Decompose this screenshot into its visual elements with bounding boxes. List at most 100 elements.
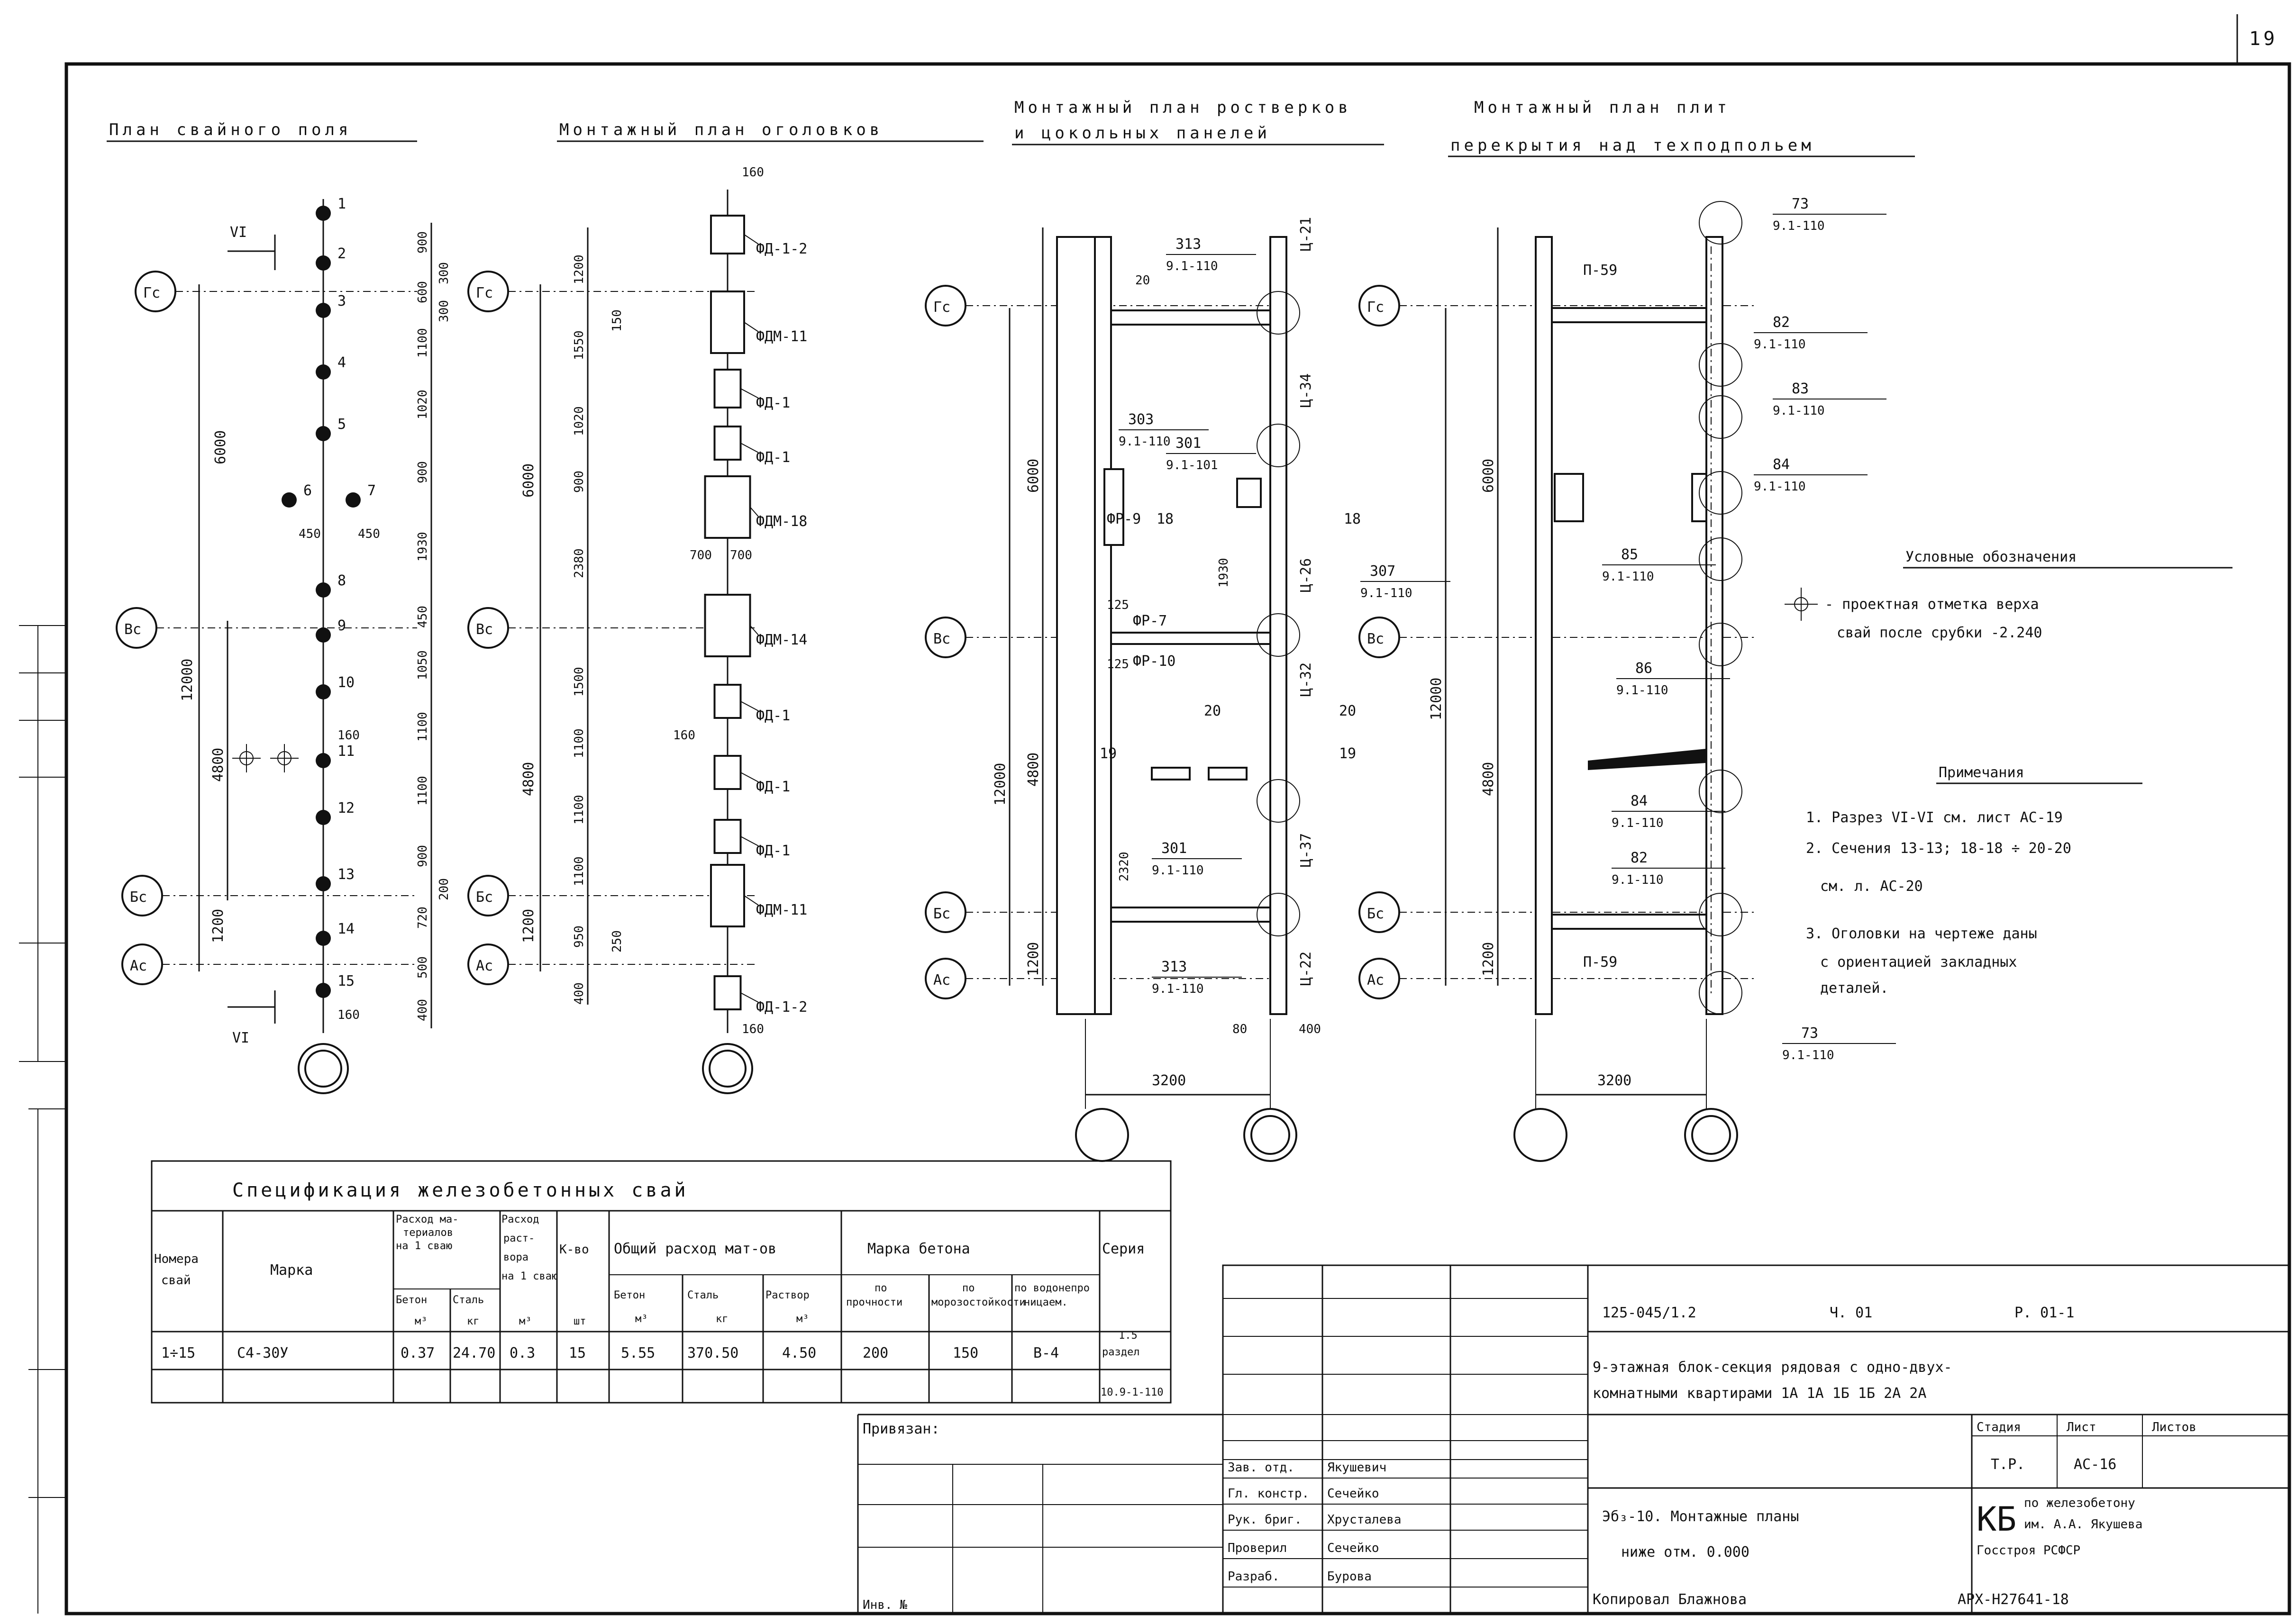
pile-number: 5 [337,416,346,433]
svg-text:свай после срубки -2.240: свай после срубки -2.240 [1837,625,2042,641]
svg-text:125: 125 [1107,598,1129,612]
stamp-name: Бурова [1327,1570,1372,1584]
svg-text:3200: 3200 [1152,1072,1186,1089]
svg-text:3200: 3200 [1597,1072,1631,1089]
head-label: ФДМ-11 [756,902,807,918]
svg-text:ФР-9: ФР-9 [1107,511,1141,527]
svg-text:Госстроя РСФСР: Госстроя РСФСР [1977,1543,2080,1558]
title-grillage-line2: и цокольных панелей [1014,124,1271,143]
slab-mark-number: 84 [1631,793,1648,809]
pile-number: 8 [337,572,346,589]
mark-series: 9.1-110 [1166,259,1218,273]
svg-text:Ц-22: Ц-22 [1298,952,1314,986]
pile-dim: 900 [416,461,430,483]
slab-mark-number: 73 [1801,1025,1818,1042]
svg-text:см. л. АС-20: см. л. АС-20 [1820,878,1923,895]
svg-text:160: 160 [337,1008,360,1022]
pile-dim: 1100 [416,776,430,806]
svg-text:Номера: Номера [154,1252,199,1266]
svg-text:19: 19 [1339,745,1356,762]
slab-mark-series: 9.1-110 [1612,873,1664,887]
svg-text:деталей.: деталей. [1820,980,1889,997]
head-dim: 1200 [572,254,586,284]
svg-text:1. Разрез VI-VI см. лист АС-19: 1. Разрез VI-VI см. лист АС-19 [1806,809,2063,826]
svg-text:КБ: КБ [1977,1500,2016,1539]
head-ФД-1 [713,755,742,790]
svg-text:Листов: Листов [2152,1420,2196,1434]
svg-text:Спецификация железобетонных св: Спецификация железобетонных свай [232,1179,689,1201]
head-ФД-1 [713,369,742,408]
head-dim: 1100 [572,728,586,758]
svg-text:с ориентацией закладных: с ориентацией закладных [1820,954,2017,971]
pile-dim: 1100 [416,328,430,358]
pile-number: 7 [367,482,376,499]
head-dim: 1100 [572,856,586,886]
svg-text:Расход ма-: Расход ма- [396,1214,458,1225]
svg-text:20: 20 [1339,703,1356,719]
svg-text:Гс: Гс [143,285,160,301]
svg-text:кг: кг [716,1313,729,1325]
svg-text:Ч. 01: Ч. 01 [1830,1305,1872,1321]
svg-text:12000: 12000 [1428,678,1445,720]
svg-text:Сталь: Сталь [453,1294,484,1306]
pile-number: 15 [337,973,355,989]
svg-text:Лист: Лист [2067,1420,2096,1434]
svg-text:4.50: 4.50 [782,1345,816,1361]
svg-text:Гс: Гс [933,299,950,316]
pile-dim: 1100 [416,712,430,742]
head-label: ФД-1 [756,395,790,411]
svg-text:250: 250 [610,930,624,953]
head-dim: 1550 [572,330,586,360]
svg-text:Эб₃-10. Монтажные планы: Эб₃-10. Монтажные планы [1602,1508,1799,1525]
mark-series: 9.1-110 [1119,435,1171,449]
svg-text:125-045/1.2: 125-045/1.2 [1602,1305,1696,1321]
pile-8 [316,582,331,598]
pile-number: 9 [337,617,346,634]
svg-text:В-4: В-4 [1033,1345,1059,1361]
support-circle [1699,623,1742,666]
svg-text:Расход: Расход [501,1214,539,1225]
svg-text:Бс: Бс [130,889,147,906]
binding-marks [19,625,66,1614]
svg-text:Вс: Вс [933,631,950,647]
mark-number: 303 [1128,411,1154,428]
stamp-role: Проверил [1228,1541,1287,1555]
title-grillage-line1: Монтажный план ростверков [1014,98,1352,117]
grillage-plan: Гс Вс Бс Ас 6000 12000 4800 1200 1930 23… [925,217,1450,1162]
svg-text:160: 160 [742,165,764,180]
svg-text:м³: м³ [415,1316,428,1327]
svg-text:по: по [962,1282,975,1294]
mark-number: 301 [1175,435,1201,452]
svg-text:им. А.А. Якушева: им. А.А. Якушева [2024,1517,2142,1532]
stamp-name: Хрусталева [1327,1513,1402,1527]
svg-text:4800: 4800 [520,762,537,796]
svg-text:на 1 сваю: на 1 сваю [396,1240,452,1252]
head-dim: 900 [572,471,586,493]
svg-text:свай: свай [161,1273,191,1288]
pile-13 [316,876,331,891]
svg-text:200: 200 [863,1345,888,1361]
svg-text:Раствор: Раствор [765,1289,810,1301]
mark-series: 9.1-110 [1152,982,1204,996]
heads-plan: Гс Вс Бс Ас 6000 4800 1200 150 250 ФД-1-… [467,165,807,1094]
svg-text:12000: 12000 [992,763,1009,806]
slab-mark-number: 85 [1621,546,1638,563]
head-dim: 950 [572,925,586,948]
svg-text:6000: 6000 [520,463,537,498]
svg-text:6000: 6000 [212,430,229,464]
pile-number: 12 [337,800,355,817]
svg-text:прочности: прочности [846,1297,902,1308]
head-label: ФД-1 [756,843,790,859]
head-dim: 1100 [572,795,586,825]
svg-text:Бс: Бс [1367,906,1384,922]
svg-text:4800: 4800 [1025,753,1042,787]
svg-text:по водонепро: по водонепро [1014,1282,1090,1294]
head-label: ФД-1 [756,779,790,795]
svg-text:20: 20 [1135,273,1150,288]
svg-text:Серия: Серия [1102,1241,1145,1257]
svg-text:6000: 6000 [1480,459,1497,493]
head-label: ФД-1-2 [756,999,807,1016]
svg-text:ФР-7: ФР-7 [1133,613,1167,629]
